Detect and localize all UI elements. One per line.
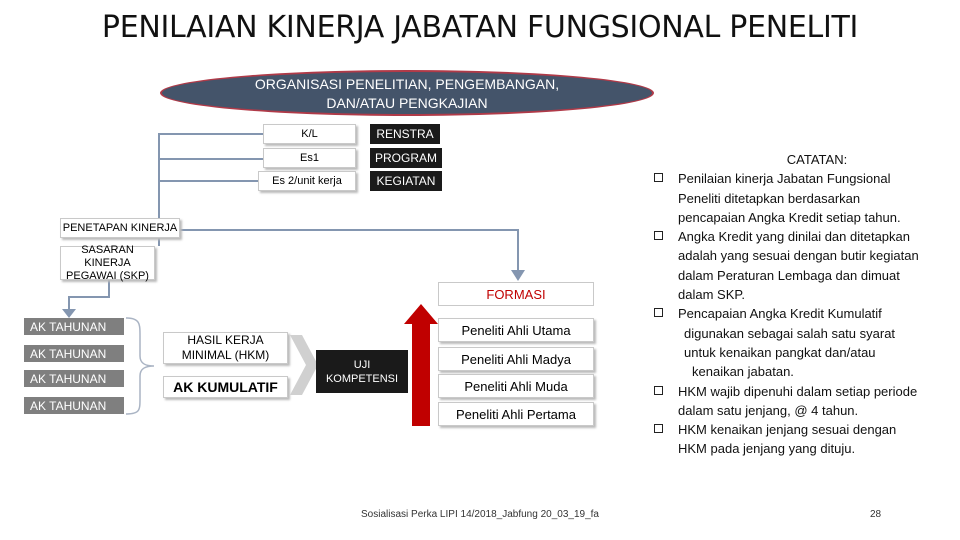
catatan-item: HKM kenaikan jenjang sesuai dengan HKM p… xyxy=(652,420,952,459)
jenjang-box-utama: Peneliti Ahli Utama xyxy=(438,318,594,342)
connector-to-es1 xyxy=(158,158,263,160)
connector-penetapan-sasaran xyxy=(158,238,160,246)
sasaran-kinerja-box: SASARAN KINERJA PEGAWAI (SKP) xyxy=(60,243,155,282)
ak-tahunan-box: AK TAHUNAN xyxy=(24,370,124,387)
catatan-line: dalam SKP. xyxy=(678,287,745,303)
catatan-line: dalam Peraturan Lembaga dan dimuat xyxy=(678,267,900,283)
catatan-item: Pencapaian Angka Kredit Kumulatif diguna… xyxy=(652,304,952,381)
page-number: 28 xyxy=(870,509,882,520)
arrow-right-icon xyxy=(290,335,318,395)
checkbox-bullet-icon xyxy=(654,385,663,395)
es2-box: Es 2/unit kerja xyxy=(258,171,356,191)
checkbox-bullet-icon xyxy=(654,231,663,241)
connector-oval-penetapan xyxy=(158,133,160,223)
organisasi-oval xyxy=(160,70,654,116)
catatan-item: Angka Kredit yang dinilai dan ditetapkan… xyxy=(652,227,952,304)
catatan-item: Penilaian kinerja Jabatan Fungsional Pen… xyxy=(652,169,952,227)
catatan-line: adalah yang sesuai dengan butir kegiatan xyxy=(678,248,919,264)
es1-box: Es1 xyxy=(263,148,356,168)
catatan-line: Pencapaian Angka Kredit Kumulatif xyxy=(678,306,882,322)
sasaran-line1: SASARAN KINERJA xyxy=(81,243,134,269)
ak-tahunan-box: AK TAHUNAN xyxy=(24,397,124,414)
catatan-panel: CATATAN: Penilaian kinerja Jabatan Fungs… xyxy=(652,150,952,459)
sasaran-line2: PEGAWAI (SKP) xyxy=(66,269,149,282)
hkm-line2: MINIMAL (HKM) xyxy=(181,348,270,362)
ak-bracket xyxy=(125,317,155,415)
ak-kumulatif-box: AK KUMULATIF xyxy=(163,376,288,398)
catatan-line: Penilaian kinerja Jabatan Fungsional xyxy=(678,171,891,187)
catatan-line: kenaikan jabatan. xyxy=(692,364,794,380)
hkm-box: HASIL KERJA MINIMAL (HKM) xyxy=(163,332,288,364)
catatan-line: digunakan sebagai salah satu syarat xyxy=(684,325,896,341)
organisasi-line2: DAN/ATAU PENGKAJIAN xyxy=(326,95,488,111)
catatan-line: HKM kenaikan jenjang sesuai dengan xyxy=(678,422,897,438)
penetapan-kinerja-box: PENETAPAN KINERJA xyxy=(60,218,180,238)
ak-tahunan-box: AK TAHUNAN xyxy=(24,345,124,362)
jenjang-box-muda: Peneliti Ahli Muda xyxy=(438,374,594,398)
ak-tahunan-box: AK TAHUNAN xyxy=(24,318,124,335)
checkbox-bullet-icon xyxy=(654,424,663,434)
catatan-line: dalam satu jenjang, @ 4 tahun. xyxy=(678,402,859,418)
connector-down-formasi xyxy=(517,229,519,273)
hkm-line1: HASIL KERJA xyxy=(187,333,264,347)
connector-sasaran-down xyxy=(108,280,110,296)
uji-line2: KOMPETENSI xyxy=(325,372,399,385)
connector-to-ak xyxy=(68,296,70,312)
arrow-down-ak-icon xyxy=(62,309,76,318)
catatan-line: Peneliti ditetapkan berdasarkan xyxy=(678,190,861,206)
checkbox-bullet-icon xyxy=(654,173,663,183)
uji-line1: UJI xyxy=(353,358,371,371)
program-box: PROGRAM xyxy=(370,148,442,168)
formasi-box: FORMASI xyxy=(438,282,594,306)
jenjang-box-pertama: Peneliti Ahli Pertama xyxy=(438,402,594,426)
jenjang-box-madya: Peneliti Ahli Madya xyxy=(438,347,594,371)
organisasi-line1: ORGANISASI PENELITIAN, PENGEMBANGAN, xyxy=(254,76,560,92)
arrow-down-formasi-icon xyxy=(511,270,525,281)
catatan-item: HKM wajib dipenuhi dalam setiap periode … xyxy=(652,382,952,421)
catatan-line: HKM pada jenjang yang dituju. xyxy=(678,441,856,457)
connector-to-kl xyxy=(158,133,263,135)
catatan-line: untuk kenaikan pangkat dan/atau xyxy=(684,344,876,360)
catatan-line: Angka Kredit yang dinilai dan ditetapkan xyxy=(678,229,910,245)
footer-text: Sosialisasi Perka LIPI 14/2018_Jabfung 2… xyxy=(361,509,599,520)
arrow-up-icon xyxy=(404,304,438,426)
connector-sasaran-left xyxy=(68,296,110,298)
connector-penetapan-formasi xyxy=(180,229,518,231)
checkbox-bullet-icon xyxy=(654,308,663,318)
organisasi-label: ORGANISASI PENELITIAN, PENGEMBANGAN, DAN… xyxy=(160,75,654,113)
catatan-heading: CATATAN: xyxy=(786,152,848,167)
kl-box: K/L xyxy=(263,124,356,144)
uji-kompetensi-box: UJI KOMPETENSI xyxy=(316,350,408,393)
renstra-box: RENSTRA xyxy=(370,124,440,144)
slide-title: PENILAIAN KINERJA JABATAN FUNGSIONAL PEN… xyxy=(101,10,859,45)
connector-to-es2 xyxy=(158,180,263,182)
catatan-line: pencapaian Angka Kredit setiap tahun. xyxy=(678,209,901,225)
catatan-line: HKM wajib dipenuhi dalam setiap periode xyxy=(678,383,918,399)
kegiatan-box: KEGIATAN xyxy=(370,171,442,191)
